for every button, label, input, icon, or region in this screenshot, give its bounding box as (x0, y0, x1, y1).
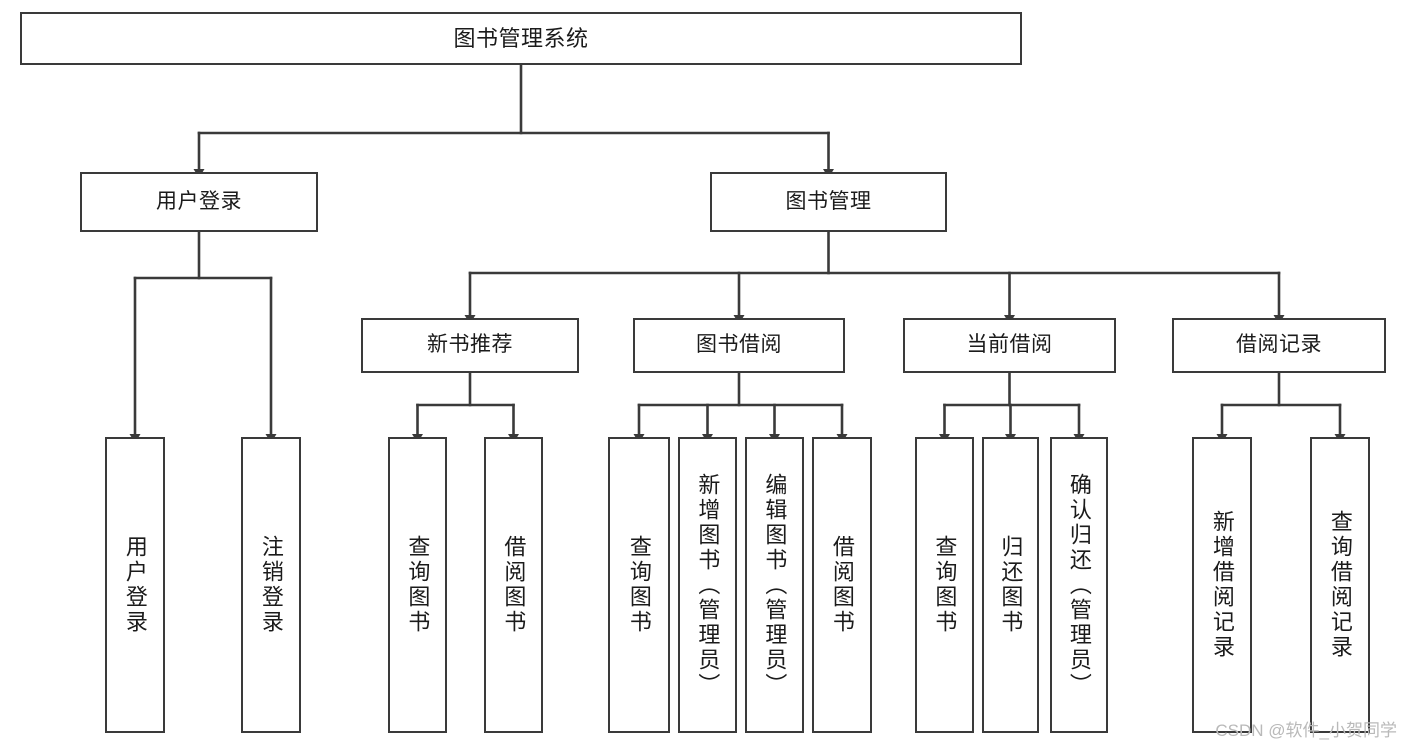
node-label: 新增借阅记录 (1209, 510, 1235, 660)
node-leaf-borrow-book[interactable]: 借阅图书 (812, 437, 872, 733)
node-label: 图书管理 (785, 189, 872, 213)
node-leaf-edit-book-admin[interactable]: 编辑图书（管理员） (745, 437, 804, 733)
node-leaf-borrow-book-rec[interactable]: 借阅图书 (484, 437, 543, 733)
node-leaf-add-borrow-record[interactable]: 新增借阅记录 (1192, 437, 1252, 733)
node-book-management[interactable]: 图书管理 (710, 172, 947, 232)
watermark: CSDN @软件_小贺同学 (1215, 721, 1397, 740)
node-label: 查询图书 (405, 535, 431, 635)
node-label: 借阅记录 (1236, 333, 1322, 357)
node-user-login[interactable]: 用户登录 (80, 172, 318, 232)
node-leaf-confirm-return-admin[interactable]: 确认归还（管理员） (1050, 437, 1108, 733)
node-root[interactable]: 图书管理系统 (20, 12, 1022, 65)
node-label: 借阅图书 (501, 535, 527, 635)
node-leaf-add-book-admin[interactable]: 新增图书（管理员） (678, 437, 737, 733)
node-label: 图书借阅 (696, 333, 782, 357)
node-label: 确认归还（管理员） (1066, 472, 1092, 698)
node-label: 借阅图书 (829, 535, 855, 635)
node-leaf-user-login[interactable]: 用户登录 (105, 437, 165, 733)
node-label: 用户登录 (122, 535, 148, 635)
node-label: 新书推荐 (427, 333, 513, 357)
node-book-borrow[interactable]: 图书借阅 (633, 318, 845, 373)
node-label: 当前借阅 (966, 333, 1053, 357)
node-label: 编辑图书（管理员） (762, 472, 788, 698)
node-label: 新增图书（管理员） (695, 472, 721, 698)
node-leaf-query-book-current[interactable]: 查询图书 (915, 437, 974, 733)
node-leaf-query-book-borrow[interactable]: 查询图书 (608, 437, 670, 733)
node-leaf-logout[interactable]: 注销登录 (241, 437, 301, 733)
node-label: 用户登录 (156, 189, 242, 213)
node-leaf-query-book-rec[interactable]: 查询图书 (388, 437, 447, 733)
node-leaf-return-book[interactable]: 归还图书 (982, 437, 1039, 733)
node-label: 注销登录 (258, 535, 284, 635)
node-borrow-record[interactable]: 借阅记录 (1172, 318, 1386, 373)
node-new-book-recommend[interactable]: 新书推荐 (361, 318, 579, 373)
node-label: 图书管理系统 (453, 25, 589, 51)
node-label: 归还图书 (998, 535, 1024, 635)
node-current-borrow[interactable]: 当前借阅 (903, 318, 1116, 373)
node-leaf-query-borrow-record[interactable]: 查询借阅记录 (1310, 437, 1370, 733)
node-label: 查询借阅记录 (1327, 510, 1353, 660)
node-label: 查询图书 (932, 535, 958, 635)
node-label: 查询图书 (626, 535, 652, 635)
